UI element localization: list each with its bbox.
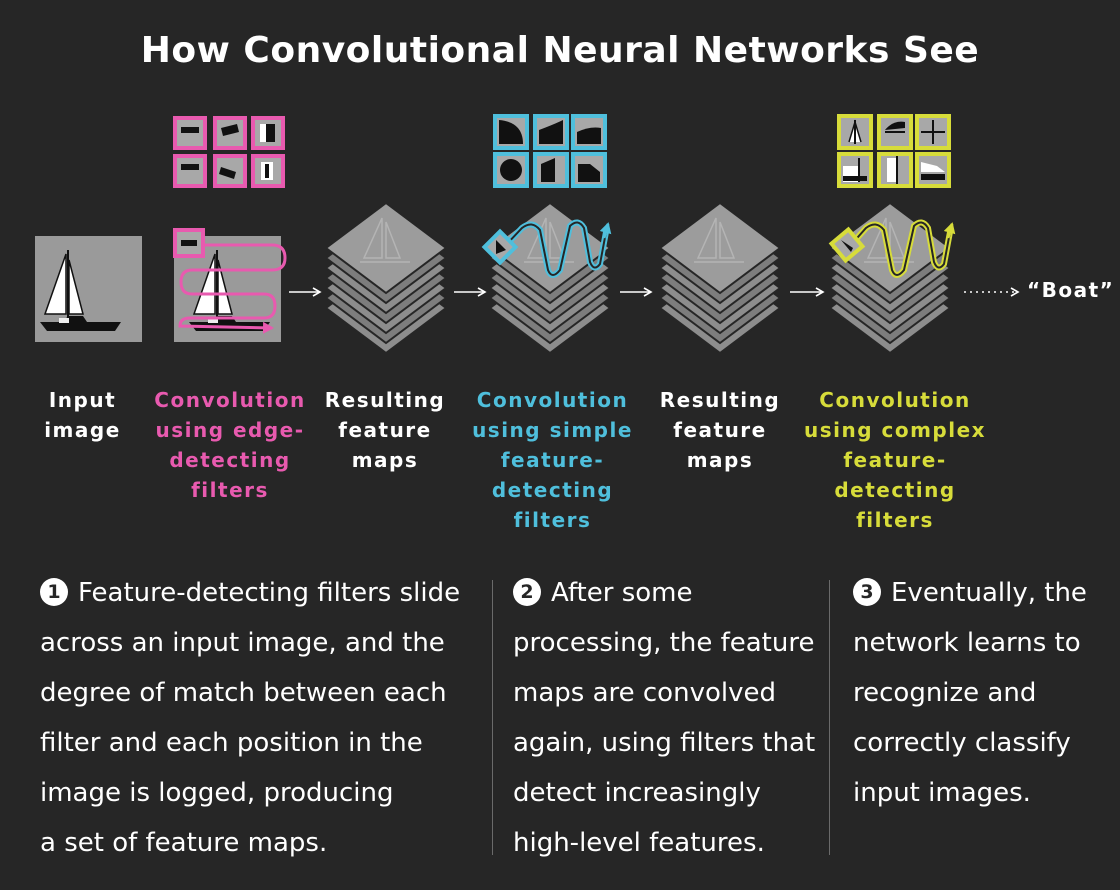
complex-filter-grid [837,114,951,188]
conv-stack-3 [828,201,952,355]
divider-1 [492,580,493,855]
step-2-text: After some processing, the feature maps … [513,578,816,858]
embossed-boat [694,217,744,263]
cnn-pipeline-diagram [35,114,1020,355]
simple-convolution-path [481,219,612,278]
input-image [35,236,142,342]
step-2-number: 2 [513,578,541,606]
step-1-text: Feature-detecting filters slide across a… [40,578,461,858]
output-class-label: “Boat” [1027,278,1115,302]
edge-convolution-panel [173,228,287,342]
simple-filter-grid [493,114,607,188]
feature-map-stack-1 [324,201,448,355]
embossed-boat [360,217,410,263]
caption-input-image: Input image [44,388,121,442]
caption-simple-convolution: Convolution using simple feature- detect… [472,388,633,532]
edge-filter-grid [173,116,285,188]
conv-stack-2 [488,201,612,355]
caption-complex-convolution: Convolution using complex feature- detec… [803,388,987,532]
step-3-text: Eventually, the network learns to recogn… [853,578,1087,808]
feature-map-stack-2 [658,201,782,355]
step-3-number: 3 [853,578,881,606]
step-1-number: 1 [40,578,68,606]
caption-feature-maps-1: Resulting feature maps [324,388,446,472]
complex-convolution-path [828,219,956,278]
divider-2 [829,580,830,855]
caption-edge-convolution: Convolution using edge- detecting filter… [154,388,306,502]
caption-feature-maps-2: Resulting feature maps [659,388,781,472]
diagram-title: How Convolutional Neural Networks See [140,30,980,71]
